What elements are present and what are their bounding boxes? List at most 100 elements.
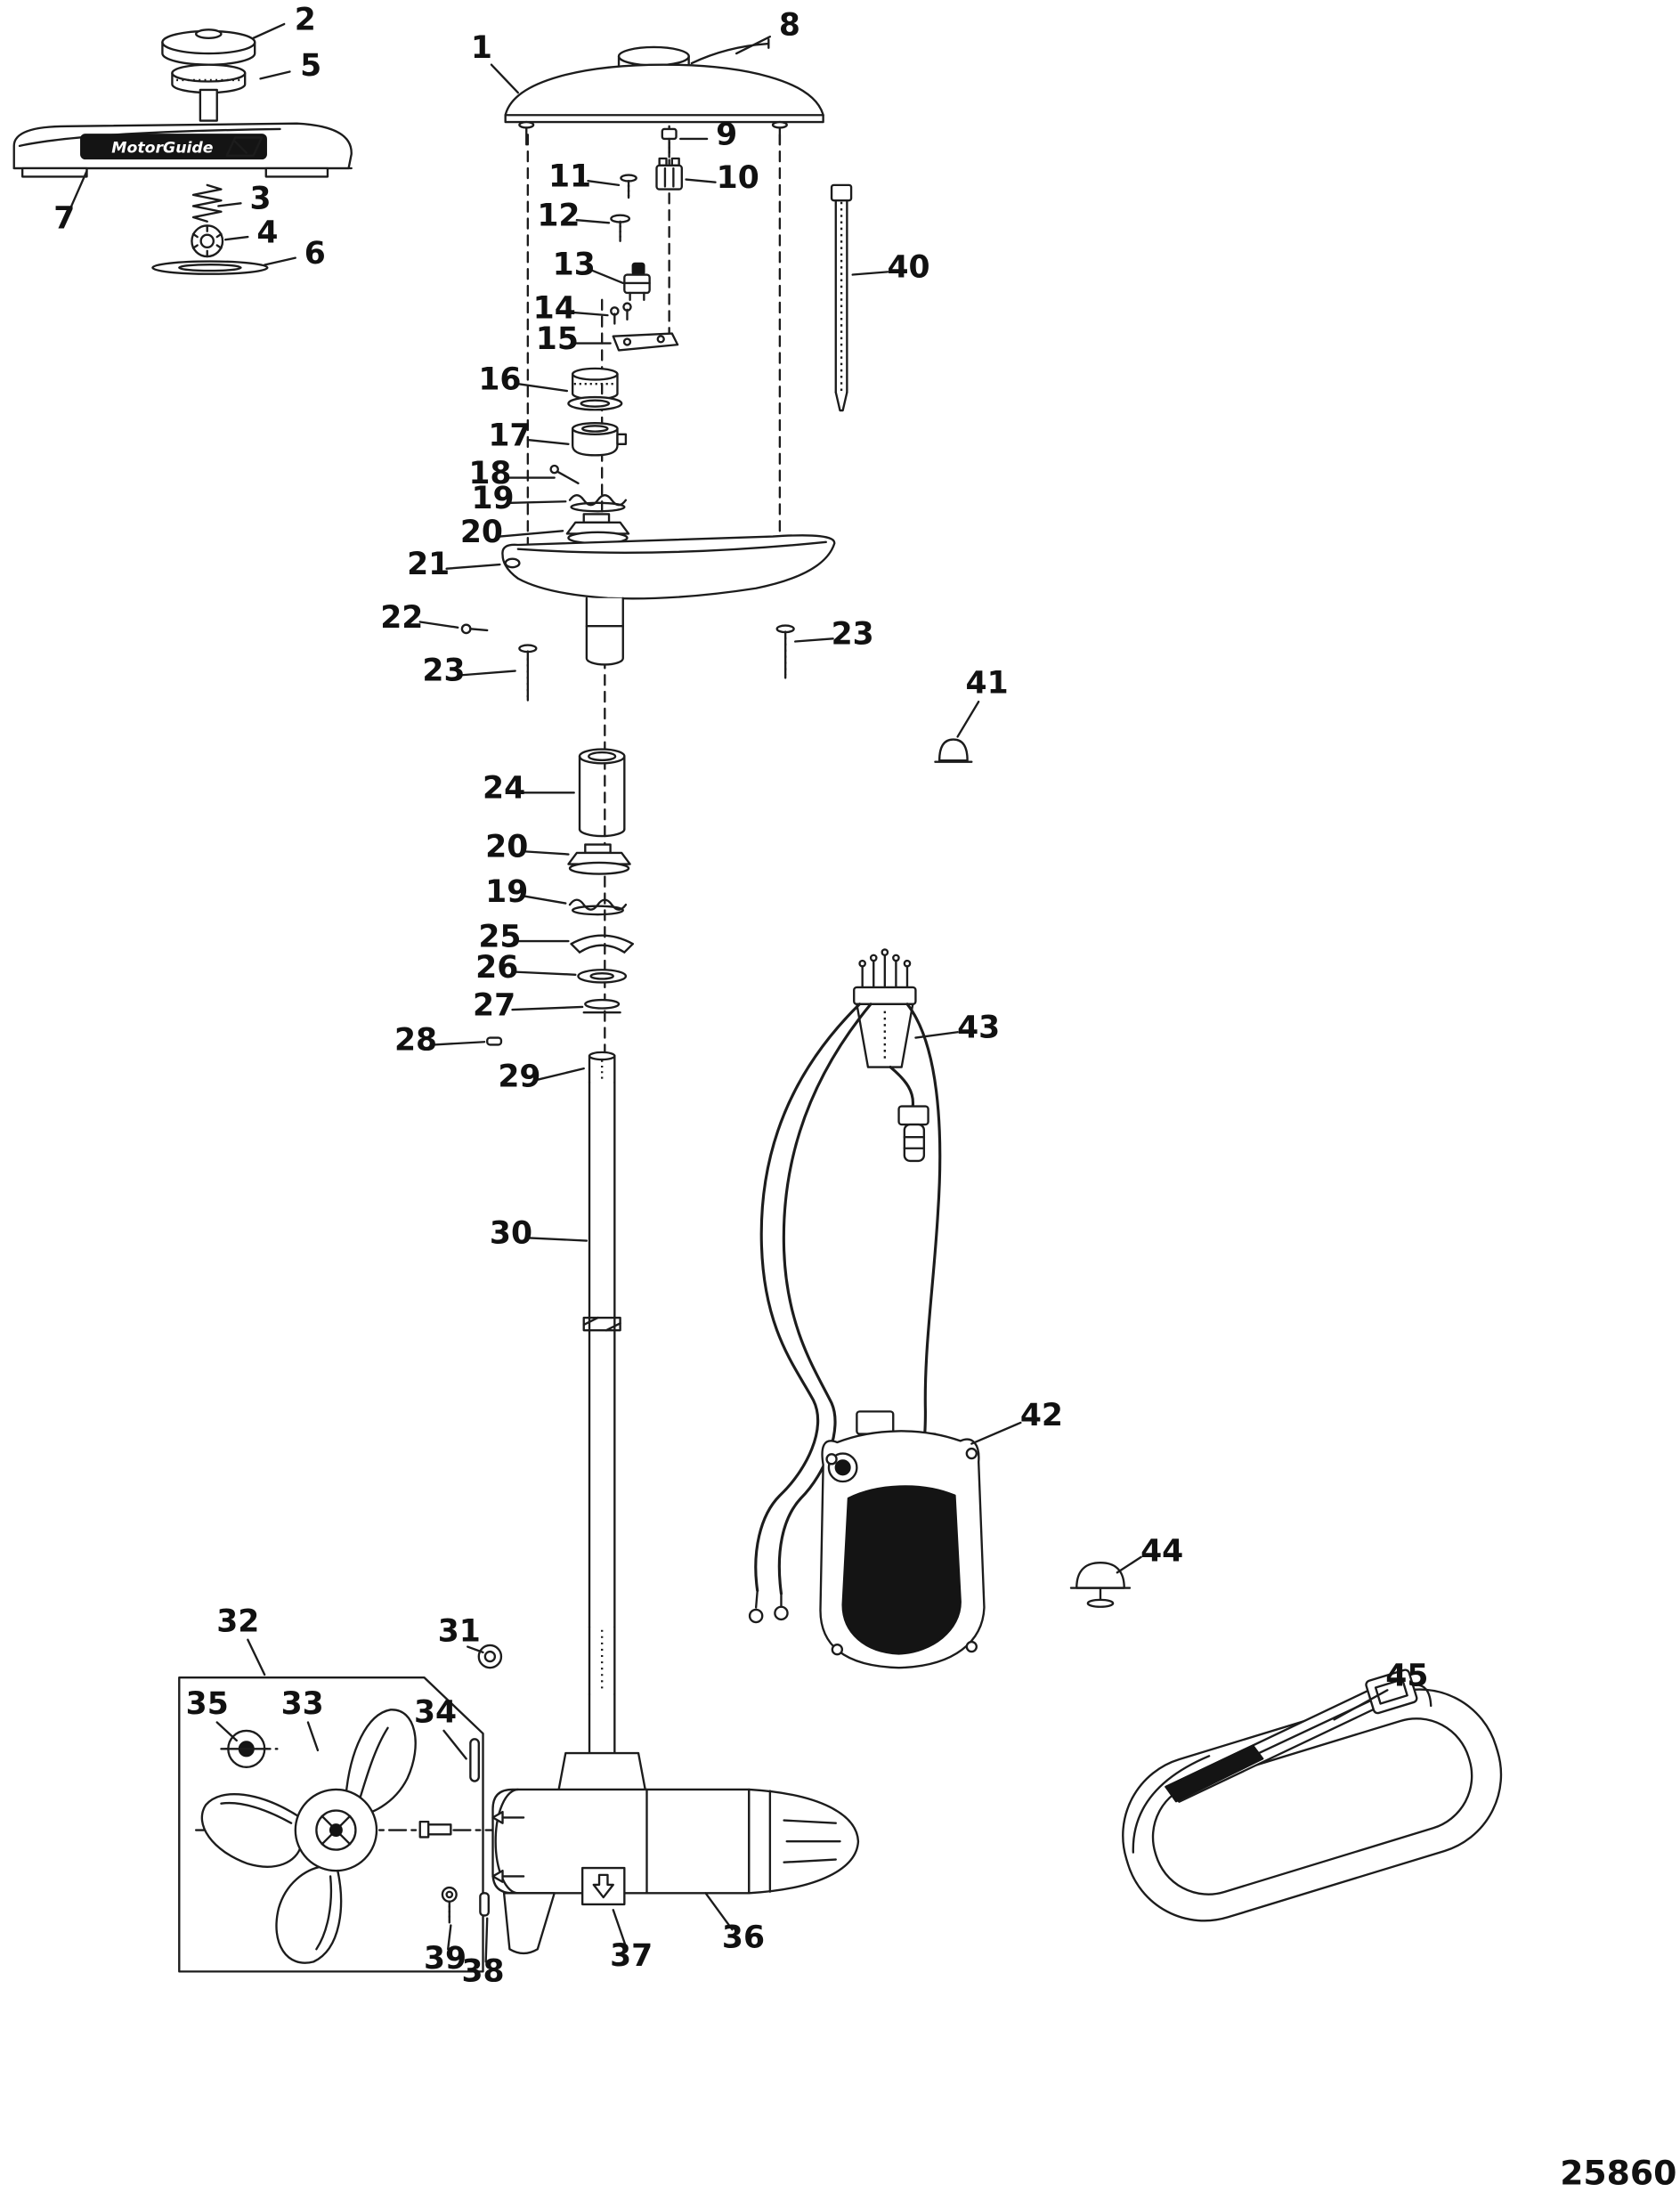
callout-leader-34 [442, 1729, 467, 1760]
part-34-pin [469, 1738, 480, 1782]
brand-logo-text: MotorGuide [111, 140, 214, 158]
callout-leader-10 [685, 178, 717, 183]
knob-stem [199, 88, 218, 122]
callout-label-29: 29 [498, 1059, 540, 1095]
callout-leader-35 [215, 1721, 238, 1742]
part-27-washer [582, 998, 621, 1014]
callout-label-16: 16 [478, 361, 521, 397]
callout-leader-3 [217, 202, 242, 207]
callout-leader-43 [914, 1031, 959, 1039]
callout-leader-36 [704, 1892, 734, 1931]
callout-leader-28 [433, 1041, 486, 1046]
callout-label-1: 1 [471, 30, 492, 66]
part-14-screws [610, 302, 632, 325]
callout-leader-11 [587, 179, 621, 187]
callout-label-11: 11 [548, 158, 591, 194]
callout-label-28: 28 [394, 1023, 437, 1059]
part-6-washer [151, 260, 269, 275]
callout-leader-40 [851, 271, 889, 276]
callout-label-31: 31 [438, 1613, 481, 1649]
callout-leader-16 [516, 382, 569, 393]
callout-leader-26 [514, 970, 577, 976]
part-17-brush-holder [571, 422, 628, 457]
brand-logo-band [80, 134, 267, 160]
callout-label-43: 43 [957, 1011, 1000, 1046]
callout-label-26: 26 [475, 950, 518, 986]
callout-label-39: 39 [424, 1941, 467, 1977]
callout-label-37: 37 [610, 1938, 653, 1974]
part-20-collar-2 [567, 843, 631, 875]
callout-leader-21 [445, 563, 501, 570]
callout-label-6: 6 [304, 236, 326, 272]
part-23-screw-left [518, 644, 538, 702]
callout-leader-45 [1333, 1689, 1389, 1721]
callout-label-24: 24 [483, 771, 525, 807]
part-11-screw [620, 174, 637, 199]
callout-label-2: 2 [295, 2, 316, 37]
callout-leader-19 [523, 895, 567, 905]
callout-leader-14 [571, 311, 609, 317]
callout-leader-2 [252, 22, 286, 39]
callout-label-44: 44 [1140, 1534, 1183, 1570]
callout-leader-31 [467, 1645, 484, 1654]
part-16-brush-assembly [567, 367, 623, 411]
callout-leader-13 [590, 269, 624, 285]
callout-label-4: 4 [256, 215, 278, 250]
callout-label-14: 14 [533, 290, 576, 326]
harness-plug [897, 1105, 929, 1126]
part-19-wave-washer [568, 494, 628, 513]
part-1-dome-cover [504, 45, 824, 146]
callout-label-20: 20 [460, 515, 503, 550]
callout-leader-32 [247, 1638, 266, 1676]
part-15-plate [612, 332, 679, 352]
skeg-fin [502, 1892, 556, 1955]
callout-leader-4 [223, 235, 249, 241]
part-10-connector [655, 157, 683, 191]
callout-leader-44 [1116, 1555, 1142, 1574]
callout-leader-6 [264, 256, 296, 266]
part-44-dome-cap [1069, 1562, 1132, 1608]
part-40-cable-tie [830, 183, 853, 412]
part-36-motor-housing [491, 1751, 860, 1955]
part-38-pin [479, 1892, 490, 1917]
callout-leader-20 [523, 850, 570, 856]
callout-leader-23 [794, 637, 834, 643]
part-33-propeller [200, 1709, 417, 1964]
callout-label-15: 15 [536, 321, 579, 357]
callout-label-12: 12 [537, 198, 580, 233]
callout-leader-20 [499, 530, 564, 538]
callout-label-32: 32 [216, 1603, 259, 1639]
part-24-tube [578, 748, 626, 838]
callout-label-21: 21 [407, 547, 450, 582]
callout-label-9: 9 [716, 117, 737, 152]
part-29-threaded-stud [588, 1051, 616, 1084]
part-41-cap [934, 738, 973, 763]
callouts-layer: 2518734691011121314154016171819202122232… [53, 2, 1428, 1989]
callout-leader-27 [511, 1005, 584, 1011]
part-39-screw [441, 1886, 458, 1924]
callout-label-10: 10 [717, 160, 759, 196]
callout-leader-22 [418, 621, 459, 629]
callout-label-42: 42 [1020, 1398, 1063, 1433]
callout-label-13: 13 [553, 248, 596, 283]
callout-leader-5 [259, 70, 291, 80]
part-31-washer [477, 1644, 503, 1669]
callout-label-23: 23 [832, 617, 874, 653]
callout-label-30: 30 [490, 1216, 532, 1252]
part-5-knob-collar [171, 63, 247, 83]
part-28-pin [486, 1036, 503, 1046]
callout-label-17: 17 [488, 418, 531, 453]
part-9-stud [661, 127, 678, 158]
drawing-number: 25860 [1560, 2153, 1676, 2192]
part-30-shaft [582, 1081, 621, 1755]
callout-label-5: 5 [300, 48, 321, 84]
part-13-sensor [623, 262, 651, 301]
callout-leader-23 [460, 670, 516, 677]
callout-label-38: 38 [461, 1953, 504, 1989]
part-37-anode-plate [580, 1866, 626, 1906]
callout-label-20: 20 [485, 830, 528, 865]
callout-label-3: 3 [249, 182, 271, 217]
callout-leader-29 [536, 1067, 585, 1081]
